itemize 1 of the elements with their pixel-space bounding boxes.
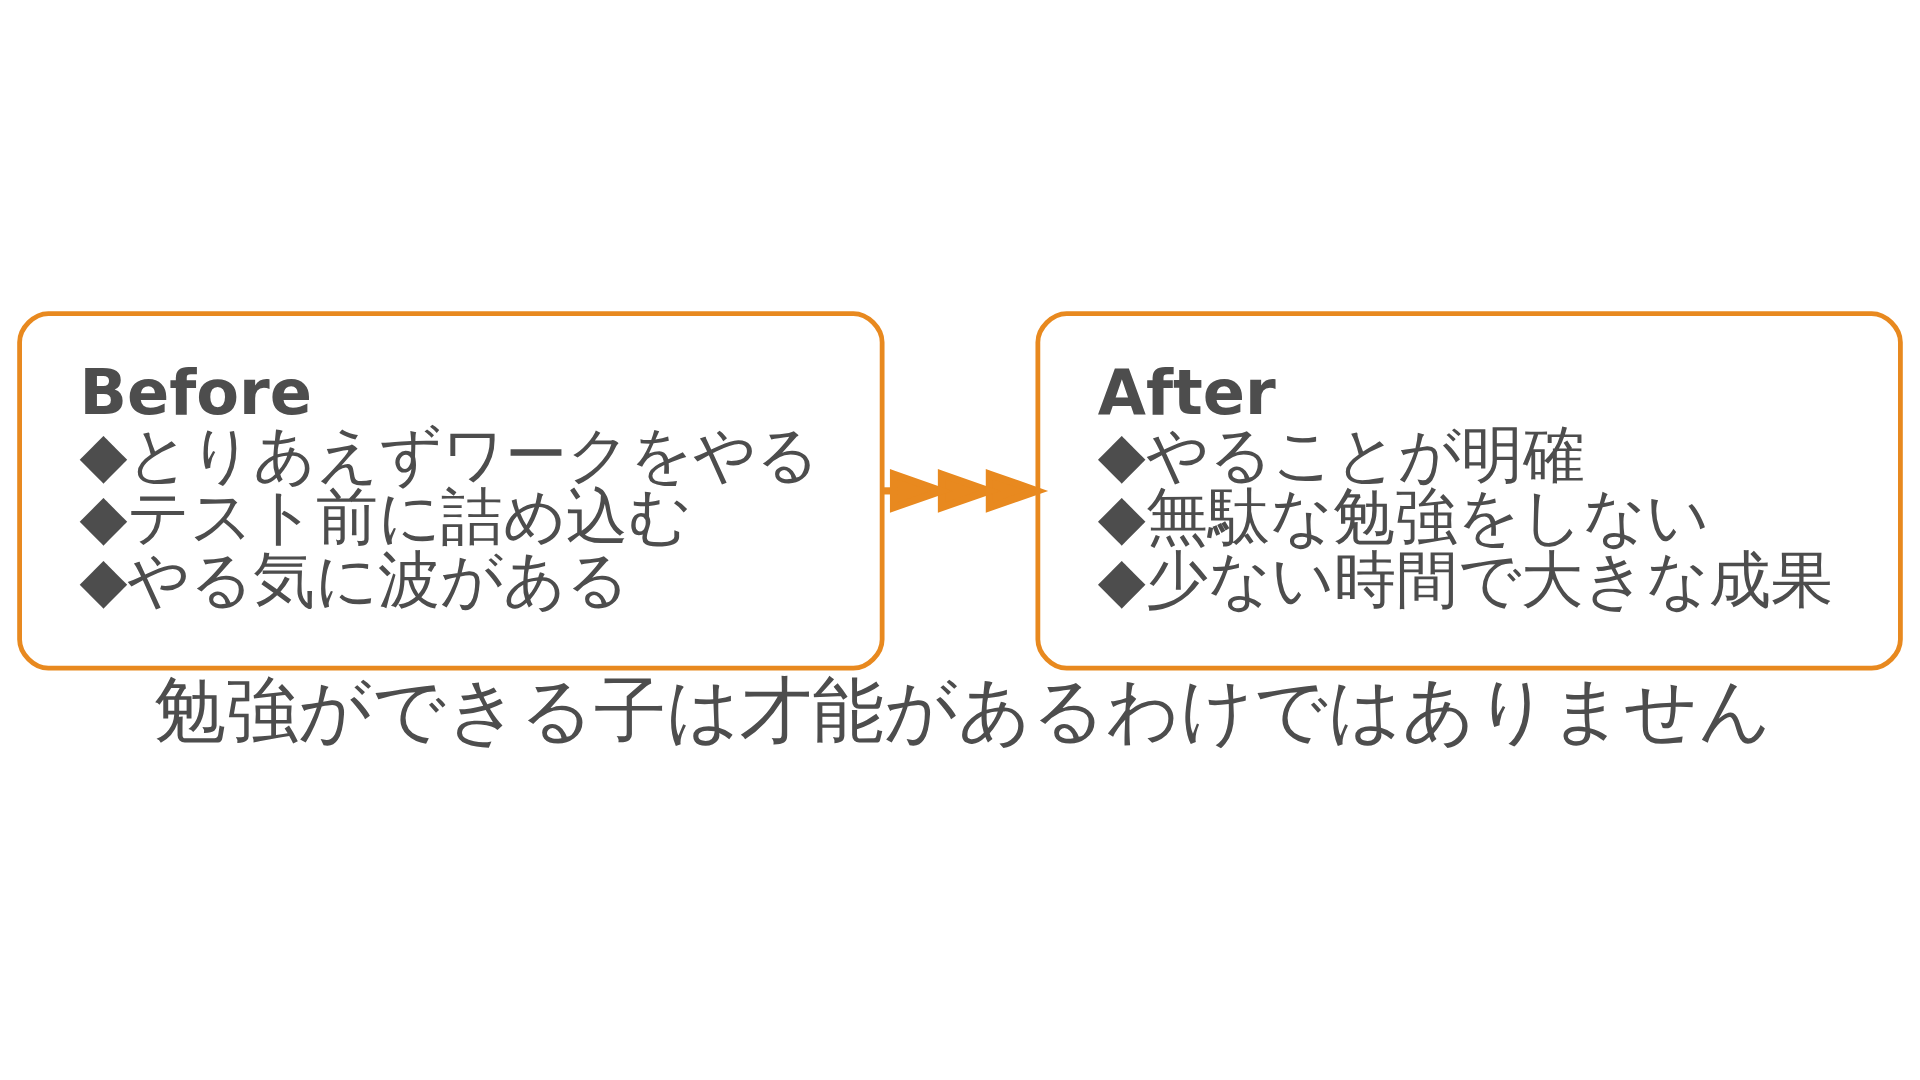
caption: 勉強ができる子は才能があるわけではありません	[153, 668, 1772, 753]
